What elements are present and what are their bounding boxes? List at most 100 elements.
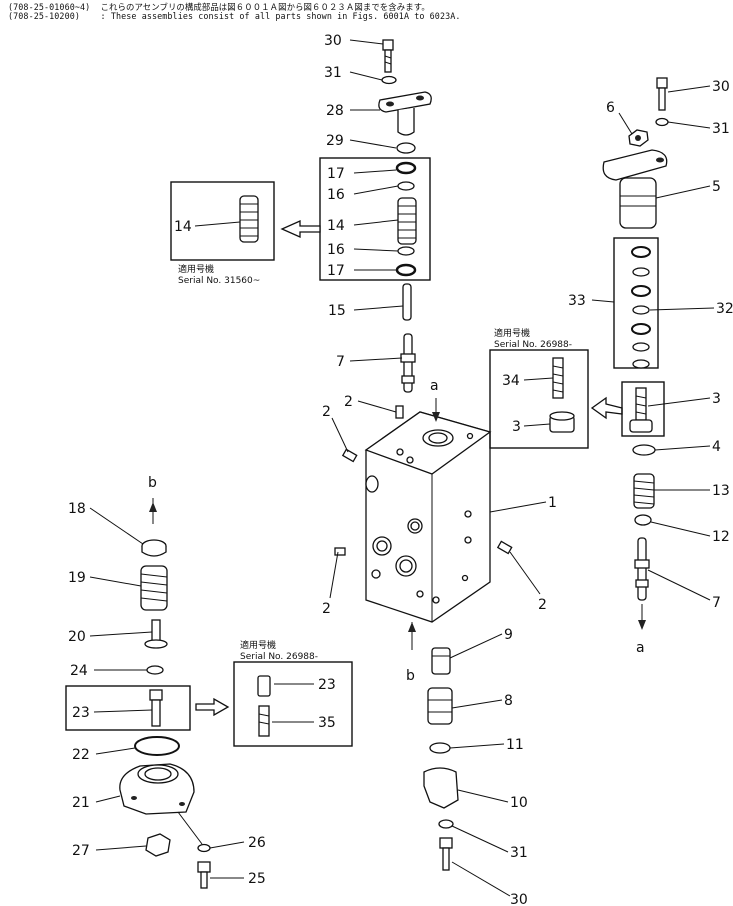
callout-30-right: 30: [712, 79, 730, 95]
callout-22: 22: [72, 747, 90, 763]
callout-19: 19: [68, 570, 86, 586]
callout-2-b: 2: [322, 404, 331, 420]
washer-31-right: [655, 117, 669, 127]
callout-20: 20: [68, 629, 86, 645]
cap-18: [141, 539, 167, 557]
callout-1: 1: [548, 495, 557, 511]
callout-9: 9: [504, 627, 513, 643]
callout-17-bottom: 17: [327, 263, 345, 279]
adjuster-23-box: [65, 685, 191, 731]
port-b-bottom: b: [406, 668, 415, 684]
cover-10: [423, 767, 459, 809]
callout-11: 11: [506, 737, 524, 753]
stem-7-right: [634, 537, 650, 601]
callout-34: 34: [502, 373, 520, 389]
housing-5: [602, 149, 668, 229]
o-ring-11: [429, 742, 451, 754]
callout-26: 26: [248, 835, 266, 851]
serial-top-left-jp: 適用号機: [178, 263, 214, 275]
fitting-8: [427, 687, 453, 725]
arrow-to-left-box: [280, 219, 321, 239]
spool-group-box: [319, 157, 431, 281]
callout-4: 4: [712, 439, 721, 455]
callout-3: 3: [712, 391, 721, 407]
callout-10: 10: [510, 795, 528, 811]
spring-19: [140, 565, 168, 611]
bolt-30-bottom: [439, 837, 453, 871]
adjuster-23-alt: [257, 675, 271, 697]
callout-24: 24: [70, 663, 88, 679]
callout-2-a: 2: [344, 394, 353, 410]
callout-32: 32: [716, 301, 733, 317]
arrow-to-bottom-box: [195, 697, 230, 717]
serial-box-right: [489, 349, 589, 449]
bolt-30-right: [656, 77, 668, 111]
callout-23: 23: [72, 705, 90, 721]
callout-14: 14: [327, 218, 345, 234]
washer-26: [197, 843, 211, 853]
callout-35: 35: [318, 715, 336, 731]
callout-27: 27: [72, 843, 90, 859]
callout-7-top: 7: [336, 354, 345, 370]
callout-13: 13: [712, 483, 730, 499]
callout-25: 25: [248, 871, 266, 887]
spool-14: [397, 197, 417, 245]
ring-17-bottom: [395, 263, 417, 277]
stem-7-top: [400, 333, 416, 393]
o-ring-4: [632, 444, 656, 456]
bolt-30-top: [382, 39, 394, 73]
callout-3-alt: 3: [512, 419, 521, 435]
o-ring-24: [146, 665, 164, 675]
serial-right: Serial No. 26988-: [494, 340, 572, 350]
callout-23-alt: 23: [318, 677, 336, 693]
callout-31-top: 31: [324, 65, 342, 81]
ring-group-box: [613, 237, 659, 369]
callout-8: 8: [504, 693, 513, 709]
callout-17-top: 17: [327, 166, 345, 182]
callout-31-right: 31: [712, 121, 730, 137]
o-ring-22: [134, 736, 180, 756]
header-line-1: (708-25-01060~4) これらのアセンブリの構成部品は図６００１Ａ図か…: [8, 2, 430, 12]
callout-33: 33: [568, 293, 586, 309]
serial-box-bottom: [233, 661, 353, 747]
ring-17-top: [395, 161, 417, 175]
spring-34: [552, 357, 564, 399]
assembly-3-box: [621, 381, 665, 437]
callout-12: 12: [712, 529, 730, 545]
serial-bottom: Serial No. 26988-: [240, 652, 318, 662]
callout-16-bottom: 16: [327, 242, 345, 258]
o-ring-16-bottom: [397, 246, 415, 256]
nut-27: [145, 833, 171, 857]
washer-31-top: [381, 75, 397, 85]
callout-2-c: 2: [322, 601, 331, 617]
callout-29: 29: [326, 133, 344, 149]
washer-31-bottom: [438, 819, 454, 829]
callout-30-bottom: 30: [510, 892, 528, 906]
valve-body-1: [364, 411, 492, 623]
spring-13: [633, 473, 655, 509]
serial-box-top-left: [170, 181, 275, 261]
plug-9: [431, 647, 451, 675]
seat-3-alt: [549, 411, 575, 433]
screw-35: [258, 705, 270, 737]
callout-7-right: 7: [712, 595, 721, 611]
o-ring-29: [396, 142, 416, 154]
plug-2-set: [334, 405, 513, 556]
arrow-to-right-box: [590, 396, 623, 420]
serial-bottom-jp: 適用号機: [240, 639, 276, 651]
bolt-25: [197, 861, 211, 889]
adjuster-23: [149, 689, 163, 727]
callout-16-top: 16: [327, 187, 345, 203]
assembly-3: [629, 387, 653, 433]
callout-18: 18: [68, 501, 86, 517]
serial-right-jp: 適用号機: [494, 327, 530, 339]
port-b-left: b: [148, 475, 157, 491]
port-a-right: a: [636, 640, 645, 656]
callout-14-alt: 14: [174, 219, 192, 235]
seat-12: [634, 514, 652, 526]
flange-28: [378, 91, 432, 136]
cover-21: [119, 763, 195, 815]
callout-31-bottom: 31: [510, 845, 528, 861]
nut-6: [628, 129, 649, 147]
